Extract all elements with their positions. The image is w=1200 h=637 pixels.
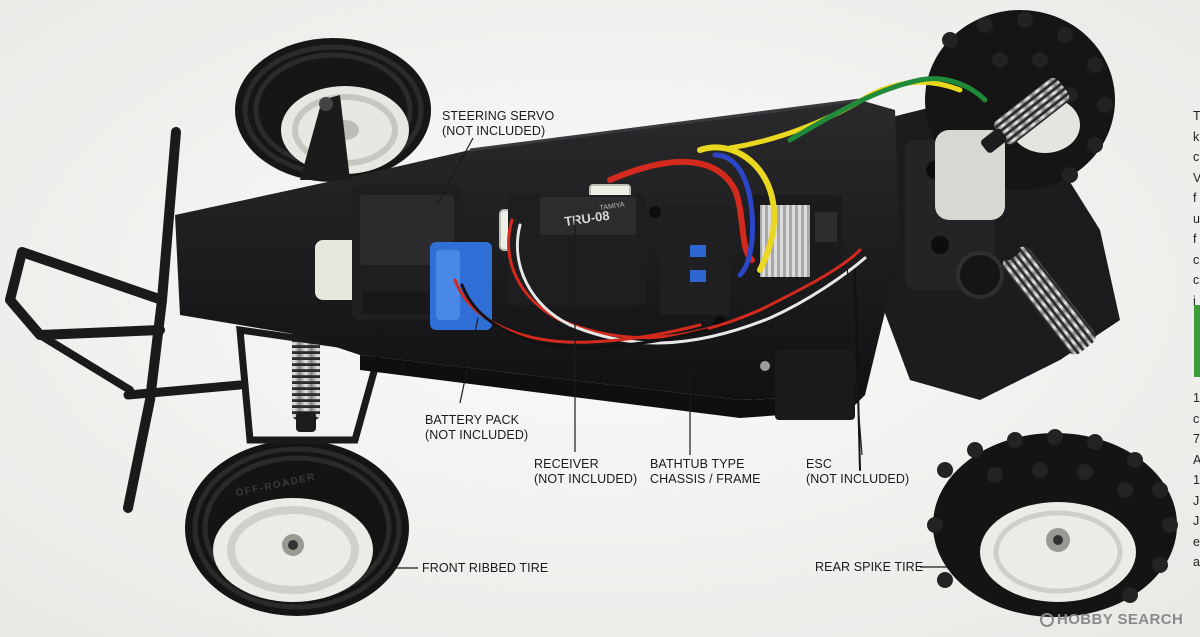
edge-text-top: T k c V f u f c c i bbox=[1193, 106, 1200, 311]
edge-text-top-2: c bbox=[1193, 150, 1200, 164]
callout-battery-pack-line1: BATTERY PACK bbox=[425, 413, 520, 427]
rear-shock-lower bbox=[995, 235, 1096, 355]
callout-esc-line2: (NOT INCLUDED) bbox=[806, 472, 910, 486]
callout-lines bbox=[392, 137, 948, 569]
edge-text-top-6: f bbox=[1193, 232, 1197, 246]
edge-text-bottom-7: e bbox=[1193, 534, 1200, 549]
edge-text-bottom: 1 c 7 A 1 J J e a bbox=[1193, 388, 1200, 573]
receiver-brand: TAMIYA bbox=[599, 202, 625, 212]
front-right-wheel bbox=[185, 440, 409, 616]
callout-chassis-line1: BATHTUB TYPE bbox=[650, 457, 745, 471]
edge-text-top-1: k bbox=[1193, 129, 1200, 144]
esc bbox=[752, 195, 842, 290]
callout-receiver: RECEIVER (NOT INCLUDED) bbox=[534, 457, 637, 487]
edge-text-bottom-0: 1 bbox=[1193, 391, 1200, 405]
edge-text-bottom-5: J bbox=[1193, 493, 1200, 508]
edge-text-bottom-8: a bbox=[1193, 555, 1200, 569]
edge-text-bottom-3: A bbox=[1193, 452, 1200, 467]
edge-text-top-0: T bbox=[1193, 109, 1200, 123]
edge-text-top-5: u bbox=[1193, 211, 1200, 226]
front-bumper bbox=[5, 127, 245, 513]
watermark-text: HOBBY SEARCH bbox=[1057, 611, 1184, 628]
callout-steering-servo-line1: STEERING SERVO bbox=[442, 109, 555, 123]
edge-text-top-4: f bbox=[1193, 191, 1197, 205]
rear-shock-upper bbox=[981, 77, 1070, 153]
callout-battery-pack-line2: (NOT INCLUDED) bbox=[425, 428, 529, 442]
edge-text-bottom-1: c bbox=[1193, 411, 1200, 426]
edge-text-top-8: c bbox=[1193, 273, 1200, 287]
callout-receiver-line2: (NOT INCLUDED) bbox=[534, 472, 638, 486]
callout-front-tire: FRONT RIBBED TIRE bbox=[422, 561, 548, 576]
callout-esc-line1: ESC bbox=[806, 457, 833, 471]
callout-steering-servo-line2: (NOT INCLUDED) bbox=[442, 124, 546, 138]
edge-text-bottom-2: 7 bbox=[1193, 432, 1200, 446]
callout-esc: ESC (NOT INCLUDED) bbox=[806, 457, 909, 487]
wiring bbox=[453, 76, 988, 471]
watermark-logo-icon bbox=[1040, 613, 1054, 627]
callout-front-tire-line1: FRONT RIBBED TIRE bbox=[422, 561, 549, 575]
watermark: HOBBY SEARCH bbox=[1040, 611, 1183, 628]
rear-left-wheel bbox=[927, 429, 1178, 617]
callout-battery-pack: BATTERY PACK (NOT INCLUDED) bbox=[425, 413, 528, 443]
power-switch bbox=[775, 350, 855, 420]
callout-chassis: BATHTUB TYPE CHASSIS / FRAME bbox=[650, 457, 761, 487]
callout-receiver-line1: RECEIVER bbox=[534, 457, 599, 471]
edge-text-top-7: c bbox=[1193, 252, 1200, 267]
motor bbox=[935, 130, 1005, 220]
edge-text-top-9: i bbox=[1193, 293, 1196, 308]
edge-text-bottom-4: 1 bbox=[1193, 473, 1200, 487]
callout-rear-tire: REAR SPIKE TIRE bbox=[815, 560, 923, 575]
callout-steering-servo: STEERING SERVO (NOT INCLUDED) bbox=[442, 109, 554, 139]
callout-chassis-line2: CHASSIS / FRAME bbox=[650, 472, 761, 486]
edge-text-top-3: V bbox=[1193, 170, 1200, 185]
callout-rear-tire-line1: REAR SPIKE TIRE bbox=[815, 560, 924, 574]
receiver bbox=[508, 195, 646, 305]
accent-bar bbox=[1194, 305, 1200, 377]
edge-text-bottom-6: J bbox=[1193, 514, 1200, 528]
